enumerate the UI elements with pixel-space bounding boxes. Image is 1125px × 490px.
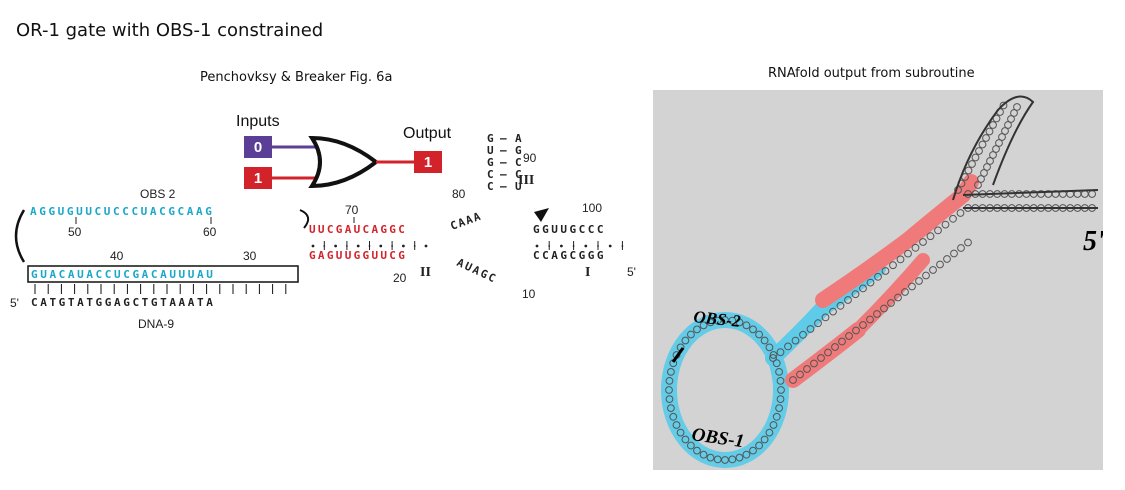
loop-top-sequence: CAAA bbox=[449, 209, 484, 232]
input-a-value: 0 bbox=[254, 139, 262, 156]
svg-text:–: – bbox=[500, 144, 507, 157]
stem2-bottom-sequence: GAGUUGGUUCG bbox=[309, 249, 407, 262]
right-figure-caption: RNAfold output from subroutine bbox=[768, 66, 975, 81]
svg-text:C: C bbox=[515, 168, 522, 181]
stem-II-label: II bbox=[420, 265, 431, 280]
svg-text:U: U bbox=[487, 144, 494, 157]
stem2-top-sequence: UUCGAUCAGGC bbox=[309, 223, 407, 236]
svg-text:G: G bbox=[487, 132, 494, 145]
stem-I-label: I bbox=[585, 265, 590, 280]
dna9-label: DNA-9 bbox=[138, 317, 174, 331]
svg-text:–: – bbox=[500, 180, 507, 193]
obs2-sequence: AGGUGUUCUCCCUACGCAAG bbox=[30, 205, 214, 218]
svg-text:U: U bbox=[515, 180, 522, 193]
handwritten-tick-mark bbox=[671, 347, 685, 363]
dna9-sequence: CATGTATGGAGCTGTAAATA bbox=[31, 296, 215, 309]
five-prime-annotation: 5' bbox=[1083, 226, 1103, 257]
svg-text:G: G bbox=[515, 144, 522, 157]
stem1-top-sequence: GGUUGCCC bbox=[533, 223, 606, 236]
label-20: 20 bbox=[393, 271, 407, 285]
label-40: 40 bbox=[110, 249, 124, 263]
output-box bbox=[414, 151, 442, 173]
label-30: 30 bbox=[243, 249, 257, 263]
svg-text:–: – bbox=[500, 132, 507, 145]
or-gate-icon bbox=[308, 135, 380, 189]
stem-highlight-upper bbox=[815, 174, 979, 308]
svg-text:G: G bbox=[487, 156, 494, 169]
input-b-box bbox=[244, 167, 272, 189]
left-figure-caption: Penchovksy & Breaker Fig. 6a bbox=[200, 70, 393, 85]
svg-text:–: – bbox=[500, 168, 507, 181]
output-value: 1 bbox=[424, 154, 432, 171]
loop-bottom-sequence: AUAGC bbox=[455, 256, 500, 286]
obs1-sequence: GUACAUACCUCGACAUUUAU bbox=[31, 268, 215, 281]
label-100: 100 bbox=[582, 201, 602, 215]
output-label: Output bbox=[403, 125, 452, 142]
input-a-box bbox=[244, 136, 272, 158]
stem1-bottom-sequence: CCAGCGGG bbox=[533, 249, 606, 262]
input-b-value: 1 bbox=[254, 170, 262, 187]
rnafold-output-panel: OBS-2 OBS-1 5' bbox=[653, 90, 1103, 470]
upper-hairpin-arm bbox=[952, 95, 1035, 201]
svg-text:C: C bbox=[487, 180, 494, 193]
dna-5prime-label: 5' bbox=[10, 296, 19, 310]
obs2-annotation: OBS-2 bbox=[693, 307, 742, 331]
obs1-loop-highlight bbox=[661, 312, 789, 468]
label-50: 50 bbox=[68, 225, 82, 239]
svg-text:A: A bbox=[515, 132, 522, 145]
page-title: OR-1 gate with OBS-1 constrained bbox=[16, 20, 324, 41]
label-90: 90 bbox=[523, 151, 537, 165]
stem-III-label: III bbox=[518, 173, 534, 188]
right-arm-strand bbox=[962, 189, 1099, 196]
cleavage-site-arrow bbox=[534, 208, 549, 222]
or-gate-schematic: Inputs Output 0 1 1 bbox=[236, 113, 452, 189]
svg-text:C: C bbox=[515, 156, 522, 169]
label-60: 60 bbox=[203, 225, 217, 239]
stem1-5prime-label: 5' bbox=[627, 265, 636, 279]
label-80: 80 bbox=[452, 187, 466, 201]
svg-text:C: C bbox=[487, 168, 494, 181]
svg-text:–: – bbox=[500, 156, 507, 169]
penchovsky-fig-6a-diagram: Inputs Output 0 1 1 OBS 2 AGGUGUUCUCCCUA… bbox=[10, 113, 636, 331]
inputs-label: Inputs bbox=[236, 113, 280, 130]
rnafold-structure-drawing: OBS-2 OBS-1 5' bbox=[661, 95, 1103, 468]
label-70: 70 bbox=[345, 203, 359, 217]
label-10: 10 bbox=[522, 287, 536, 301]
obs1-box bbox=[27, 265, 299, 283]
obs2-label: OBS 2 bbox=[140, 187, 176, 201]
